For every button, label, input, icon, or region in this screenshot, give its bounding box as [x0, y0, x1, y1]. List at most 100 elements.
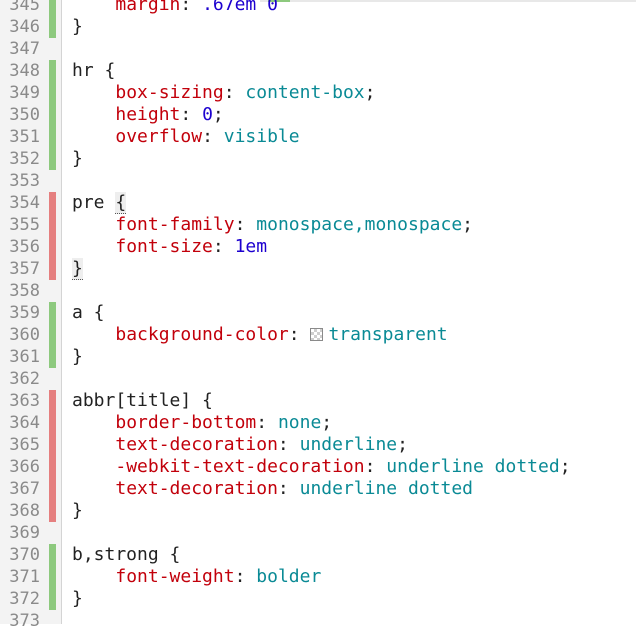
code-line[interactable]: 361}: [0, 346, 636, 368]
line-number[interactable]: 361: [9, 347, 40, 367]
code-text[interactable]: abbr[title] {: [72, 390, 213, 412]
code-line[interactable]: 367 text-decoration: underline dotted: [0, 478, 636, 500]
code-line[interactable]: 358: [0, 280, 636, 302]
code-line[interactable]: 372}: [0, 588, 636, 610]
added-change-marker[interactable]: [49, 60, 56, 82]
line-number[interactable]: 353: [9, 171, 40, 191]
code-text[interactable]: background-color: transparent: [72, 324, 447, 346]
line-number[interactable]: 348: [9, 61, 40, 81]
code-text[interactable]: overflow: visible: [72, 126, 299, 148]
code-text[interactable]: }: [72, 148, 83, 170]
line-number[interactable]: 357: [9, 259, 40, 279]
removed-change-marker[interactable]: [49, 478, 56, 500]
code-text[interactable]: -webkit-text-decoration: underline dotte…: [72, 456, 570, 478]
line-number[interactable]: 347: [9, 39, 40, 59]
code-line[interactable]: 365 text-decoration: underline;: [0, 434, 636, 456]
code-text[interactable]: font-weight: bolder: [72, 566, 321, 588]
added-change-marker[interactable]: [49, 0, 56, 16]
line-number[interactable]: 371: [9, 567, 40, 587]
removed-change-marker[interactable]: [49, 258, 56, 280]
line-number[interactable]: 355: [9, 215, 40, 235]
added-change-marker[interactable]: [49, 302, 56, 324]
code-line[interactable]: 350 height: 0;: [0, 104, 636, 126]
code-text[interactable]: a {: [72, 302, 105, 324]
code-text[interactable]: pre {: [72, 192, 127, 214]
code-line[interactable]: 357}: [0, 258, 636, 280]
line-number[interactable]: 363: [9, 391, 40, 411]
line-number[interactable]: 352: [9, 149, 40, 169]
code-text[interactable]: font-family: monospace,monospace;: [72, 214, 473, 236]
code-line[interactable]: 353: [0, 170, 636, 192]
added-change-marker[interactable]: [49, 16, 56, 38]
code-line[interactable]: 369: [0, 522, 636, 544]
added-change-marker[interactable]: [49, 588, 56, 610]
code-text[interactable]: text-decoration: underline;: [72, 434, 408, 456]
code-text[interactable]: }: [72, 500, 83, 522]
removed-change-marker[interactable]: [49, 434, 56, 456]
code-text[interactable]: }: [72, 16, 83, 38]
added-change-marker[interactable]: [49, 148, 56, 170]
line-number[interactable]: 360: [9, 325, 40, 345]
code-line[interactable]: 373: [0, 610, 636, 632]
code-line[interactable]: 360 background-color: transparent: [0, 324, 636, 346]
code-line[interactable]: 351 overflow: visible: [0, 126, 636, 148]
code-line[interactable]: 362: [0, 368, 636, 390]
code-line[interactable]: 359 a {: [0, 302, 636, 324]
removed-change-marker[interactable]: [49, 390, 56, 412]
line-number[interactable]: 369: [9, 523, 40, 543]
line-number[interactable]: 354: [9, 193, 40, 213]
code-text[interactable]: text-decoration: underline dotted: [72, 478, 473, 500]
line-number[interactable]: 366: [9, 457, 40, 477]
code-line[interactable]: 368}: [0, 500, 636, 522]
line-number[interactable]: 373: [9, 611, 40, 631]
removed-change-marker[interactable]: [49, 192, 56, 214]
line-number[interactable]: 372: [9, 589, 40, 609]
added-change-marker[interactable]: [49, 566, 56, 588]
line-number[interactable]: 368: [9, 501, 40, 521]
code-line[interactable]: 364 border-bottom: none;: [0, 412, 636, 434]
code-line[interactable]: 366 -webkit-text-decoration: underline d…: [0, 456, 636, 478]
added-change-marker[interactable]: [49, 82, 56, 104]
line-number[interactable]: 365: [9, 435, 40, 455]
code-line[interactable]: 345 margin: .67em 0: [0, 0, 636, 16]
code-text[interactable]: }: [72, 588, 83, 610]
line-number[interactable]: 358: [9, 281, 40, 301]
color-swatch-icon[interactable]: [310, 328, 324, 341]
code-text[interactable]: box-sizing: content-box;: [72, 82, 375, 104]
removed-change-marker[interactable]: [49, 214, 56, 236]
line-number[interactable]: 345: [9, 0, 40, 15]
added-change-marker[interactable]: [49, 346, 56, 368]
line-number[interactable]: 362: [9, 369, 40, 389]
code-line[interactable]: 346}: [0, 16, 636, 38]
code-line[interactable]: 370 b,strong {: [0, 544, 636, 566]
line-number[interactable]: 359: [9, 303, 40, 323]
code-text[interactable]: }: [72, 258, 83, 280]
line-number[interactable]: 367: [9, 479, 40, 499]
code-line[interactable]: 347: [0, 38, 636, 60]
code-text[interactable]: }: [72, 346, 83, 368]
removed-change-marker[interactable]: [49, 236, 56, 258]
code-text[interactable]: b,strong {: [72, 544, 180, 566]
line-number[interactable]: 350: [9, 105, 40, 125]
line-number[interactable]: 349: [9, 83, 40, 103]
line-number[interactable]: 364: [9, 413, 40, 433]
code-line[interactable]: 348 hr {: [0, 60, 636, 82]
removed-change-marker[interactable]: [49, 500, 56, 522]
removed-change-marker[interactable]: [49, 412, 56, 434]
line-number[interactable]: 346: [9, 17, 40, 37]
code-text[interactable]: hr {: [72, 60, 115, 82]
code-line[interactable]: 349 box-sizing: content-box;: [0, 82, 636, 104]
line-number[interactable]: 370: [9, 545, 40, 565]
code-line[interactable]: 355 font-family: monospace,monospace;: [0, 214, 636, 236]
added-change-marker[interactable]: [49, 104, 56, 126]
code-text[interactable]: font-size: 1em: [72, 236, 267, 258]
code-text[interactable]: border-bottom: none;: [72, 412, 332, 434]
added-change-marker[interactable]: [49, 324, 56, 346]
added-change-marker[interactable]: [49, 126, 56, 148]
code-text[interactable]: margin: .67em 0: [72, 0, 278, 16]
code-text[interactable]: height: 0;: [72, 104, 223, 126]
code-line[interactable]: 371 font-weight: bolder: [0, 566, 636, 588]
code-line[interactable]: 363 abbr[title] {: [0, 390, 636, 412]
code-line[interactable]: 352}: [0, 148, 636, 170]
